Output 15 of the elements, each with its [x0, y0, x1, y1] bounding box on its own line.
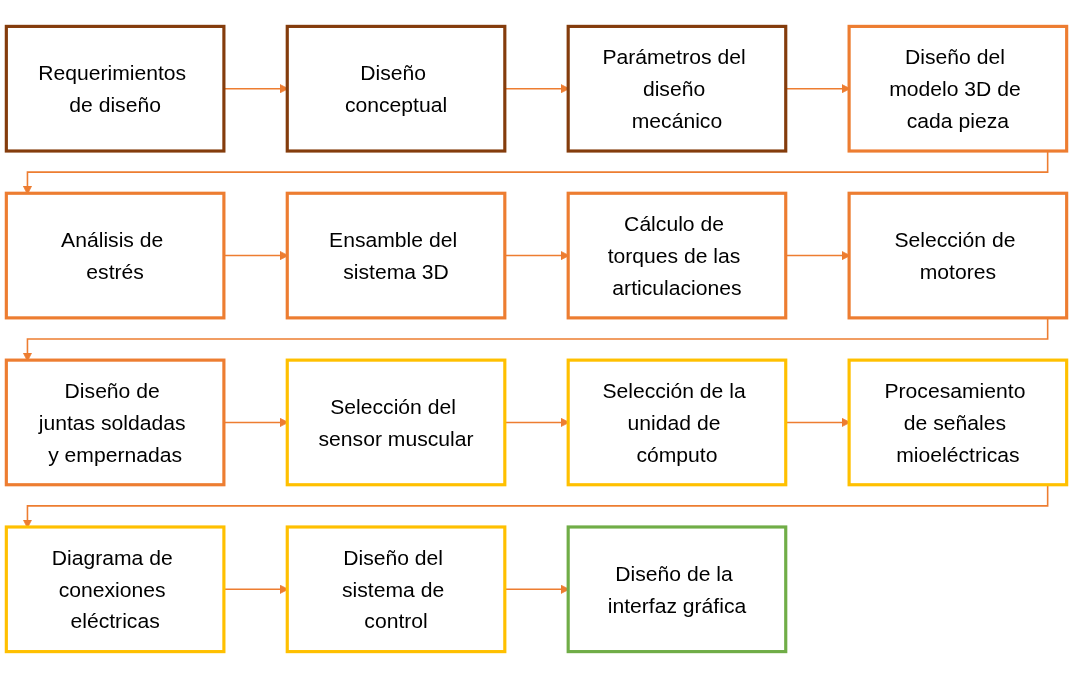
process-box: Selección de motores	[847, 191, 1069, 320]
process-box: Cálculo de torques de las articulaciones	[566, 191, 788, 320]
process-box: Diseño de juntas soldadas y empernadas	[4, 358, 226, 487]
process-box: Diseño del modelo 3D de cada pieza	[847, 24, 1069, 153]
process-box: Diagrama de conexiones eléctricas	[4, 525, 226, 654]
process-box: Selección del sensor muscular	[285, 358, 507, 487]
process-box: Análisis de estrés	[4, 191, 226, 320]
process-box: Requerimientos de diseño	[4, 24, 226, 153]
process-box: Diseño de la interfaz gráfica	[566, 525, 788, 654]
process-box: Diseño del sistema de control	[285, 525, 507, 654]
process-box: Diseño conceptual	[285, 24, 507, 153]
process-box: Parámetros del diseño mecánico	[566, 24, 788, 153]
process-box: Ensamble del sistema 3D	[285, 191, 507, 320]
process-box: Selección de la unidad de cómputo	[566, 358, 788, 487]
process-box: Procesamiento de señales mioeléctricas	[847, 358, 1069, 487]
